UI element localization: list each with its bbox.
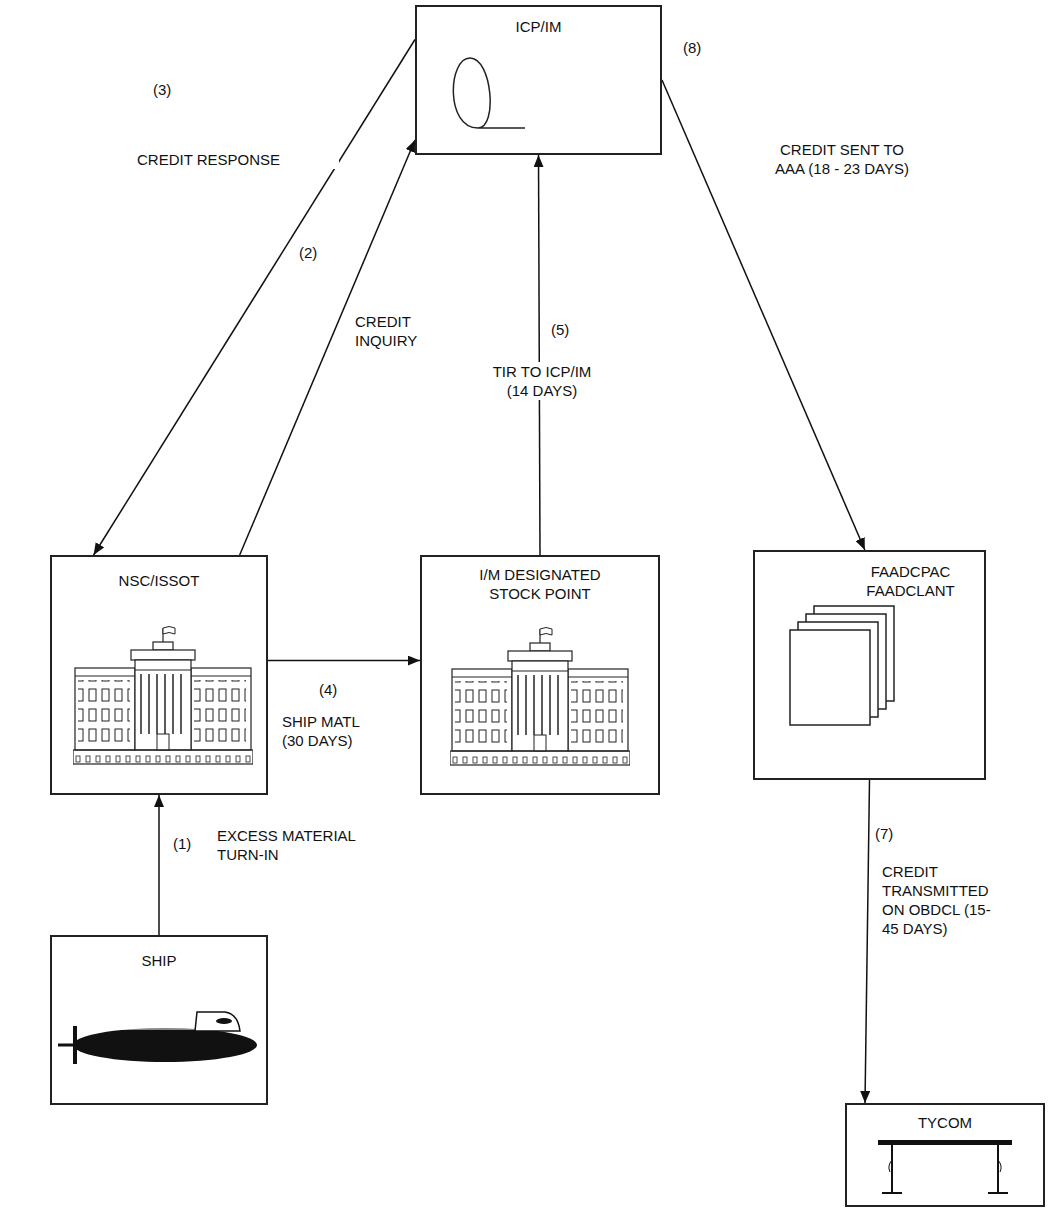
- box-title: FAADCPAC FAADCLANT: [853, 562, 968, 600]
- box-title: NSC/ISSOT: [119, 571, 200, 590]
- document-stack: [790, 606, 894, 725]
- process-box: FAADCPAC FAADCLANT: [753, 550, 986, 780]
- conning-tower: [195, 1012, 240, 1031]
- flow-arrow: [865, 780, 870, 1103]
- callout-number: (8): [682, 38, 702, 57]
- callout-number: (2): [298, 243, 318, 262]
- process-box: TYCOM: [845, 1103, 1045, 1207]
- building-illustration: [73, 627, 253, 765]
- submarine-illustration: [58, 1012, 257, 1064]
- table-illustration: [878, 1140, 1012, 1193]
- document-sheet: [790, 630, 870, 725]
- edge-label: CREDIT SENT TO AAA (18 - 23 DAYS): [770, 140, 914, 178]
- edge-label: TIR TO ICP/IM (14 DAYS): [480, 362, 604, 400]
- tower-window: [216, 1018, 232, 1024]
- table-legs: [882, 1145, 1008, 1193]
- table-top: [878, 1140, 1012, 1145]
- box-title: ICP/IM: [516, 17, 562, 36]
- flow-arrow: [268, 660, 420, 662]
- process-box: SHIP: [50, 935, 268, 1105]
- edge-label: CREDIT INQUIRY: [353, 312, 437, 350]
- edge-label: CREDIT RESPONSE: [135, 150, 339, 169]
- callout-number: (5): [550, 320, 570, 339]
- building-illustration: [450, 628, 630, 766]
- callout-number: (1): [172, 834, 192, 853]
- box-title: I/M DESIGNATED STOCK POINT: [465, 565, 615, 603]
- callout-number: (4): [318, 680, 338, 699]
- edge-label: EXCESS MATERIAL TURN-IN: [215, 826, 394, 864]
- callout-number: (7): [874, 824, 894, 843]
- flow-arrow: [94, 40, 415, 556]
- process-box: I/M DESIGNATED STOCK POINT: [420, 555, 660, 795]
- table-ornament: [889, 1160, 1001, 1172]
- loop-icon: [453, 58, 525, 128]
- edge-label: CREDIT TRANSMITTED ON OBDCL (15-45 DAYS): [880, 862, 1004, 938]
- edge-label: SHIP MATL (30 DAYS): [280, 712, 384, 750]
- box-title: SHIP: [141, 951, 176, 970]
- submarine-hull: [73, 1028, 257, 1062]
- process-box: NSC/ISSOT: [50, 555, 268, 795]
- flow-arrow: [539, 155, 541, 555]
- box-title: TYCOM: [918, 1113, 972, 1132]
- flow-arrow: [158, 795, 160, 935]
- deck-line: [100, 1029, 196, 1030]
- process-box: ICP/IM: [415, 5, 662, 155]
- callout-number: (3): [152, 80, 172, 99]
